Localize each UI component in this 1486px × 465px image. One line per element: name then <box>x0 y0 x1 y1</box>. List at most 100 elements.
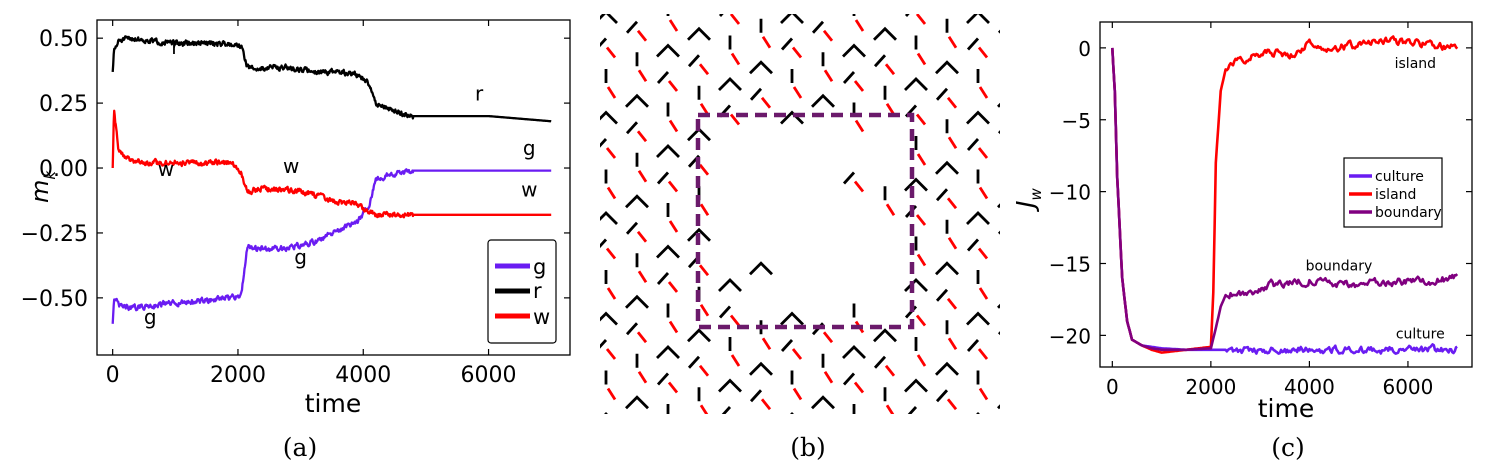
lattice-site <box>656 372 679 394</box>
lattice-site <box>904 177 928 192</box>
lattice-site <box>907 406 918 414</box>
lattice-site <box>600 339 617 360</box>
series-line-r <box>111 35 552 123</box>
lattice-site <box>904 378 928 393</box>
lattice-site <box>997 331 1000 336</box>
legend-label-w: w <box>533 305 550 329</box>
lattice-site <box>976 270 989 300</box>
lattice-site <box>935 261 959 276</box>
lattice-site <box>997 404 1000 410</box>
lattice-site <box>873 26 897 41</box>
lattice-site <box>687 26 711 41</box>
lattice-site <box>656 272 679 293</box>
lattice-site <box>945 119 958 150</box>
lattice-site <box>976 412 980 414</box>
annotation-label: w <box>283 154 299 178</box>
series-line-boundary <box>1111 47 1459 352</box>
lattice-site <box>600 238 617 260</box>
y-tick-label: −0.50 <box>21 287 88 312</box>
lattice-site <box>966 339 989 360</box>
lattice-site <box>718 378 742 393</box>
lattice-site <box>873 328 897 343</box>
series-line-w <box>111 109 552 219</box>
lattice-site <box>635 253 648 284</box>
lattice-site <box>625 221 648 243</box>
lattice-site <box>935 160 959 175</box>
lattice-site <box>842 43 866 58</box>
lattice-site <box>966 37 989 59</box>
lattice-site <box>874 431 896 442</box>
lattice-site <box>997 29 1000 34</box>
panel-c-ylabel: Jw <box>1011 187 1045 212</box>
lattice-site <box>790 370 803 401</box>
panel-c-series-group <box>1111 35 1459 355</box>
x-tick-label: 0 <box>1106 375 1119 399</box>
x-tick-label: 0 <box>106 363 120 388</box>
lattice-site <box>852 14 865 32</box>
lattice-site <box>945 18 958 49</box>
lattice-site <box>749 361 773 376</box>
lattice-site <box>666 14 679 32</box>
lattice-site <box>625 93 649 108</box>
lattice-site <box>999 424 1018 443</box>
lattice-site <box>656 345 680 359</box>
y-tick-label: −15 <box>1049 253 1091 277</box>
lattice-site <box>687 54 710 76</box>
lattice-site <box>780 14 804 24</box>
annotation-label: culture <box>1396 326 1445 342</box>
y-tick-label: −20 <box>1049 324 1091 348</box>
lattice-site <box>604 69 617 99</box>
panel-a-ylabel: mk <box>26 170 59 203</box>
legend-label-island: island <box>1375 187 1416 203</box>
lattice-site <box>759 18 772 49</box>
lattice-site <box>966 211 990 225</box>
lattice-site <box>604 370 617 401</box>
lattice-site <box>600 14 618 24</box>
series-line-island <box>1111 35 1459 354</box>
lattice-site <box>600 211 618 225</box>
y-tick-label: −0.25 <box>21 222 88 247</box>
lattice-site <box>966 14 990 24</box>
series-line-g <box>111 168 552 324</box>
x-tick-label: 4000 <box>1284 375 1335 399</box>
panel-b-lattice-diagram <box>600 14 1018 450</box>
lattice-site <box>656 43 680 58</box>
annotation-label: g <box>144 305 157 329</box>
lattice-site <box>914 136 927 166</box>
panel-b-island-boundary <box>695 112 915 330</box>
lattice-site <box>904 278 928 292</box>
lattice-site <box>656 71 679 92</box>
caption-b: (b) <box>790 433 826 462</box>
annotation-label: w <box>158 157 174 181</box>
lattice-site <box>945 219 958 250</box>
lattice-site <box>656 144 680 158</box>
lattice-site <box>935 87 958 109</box>
lattice-site <box>697 186 710 217</box>
lattice-site <box>904 14 927 25</box>
lattice-site <box>914 35 927 66</box>
lattice-site <box>718 278 742 292</box>
panel-a-plot-frame <box>96 19 571 356</box>
lattice-site <box>883 387 895 414</box>
panel-a-xlabel: time <box>305 389 361 418</box>
lattice-site <box>625 20 648 42</box>
lattice-site <box>635 353 648 384</box>
lattice-site <box>904 77 928 91</box>
lattice-site <box>883 186 896 217</box>
lattice-site <box>780 311 804 326</box>
lattice-site <box>947 421 956 450</box>
lattice-site <box>656 244 680 259</box>
y-tick-label: 0.25 <box>39 92 88 117</box>
lattice-site <box>997 230 1000 235</box>
lattice-site <box>656 171 679 193</box>
lattice-site <box>780 110 804 125</box>
annotation-label: island <box>1395 56 1436 72</box>
lattice-site <box>935 288 958 310</box>
lattice-site <box>790 412 794 414</box>
lattice-site <box>635 52 648 83</box>
lattice-site <box>935 361 959 376</box>
lattice-site <box>790 69 803 99</box>
lattice-site <box>780 339 803 360</box>
